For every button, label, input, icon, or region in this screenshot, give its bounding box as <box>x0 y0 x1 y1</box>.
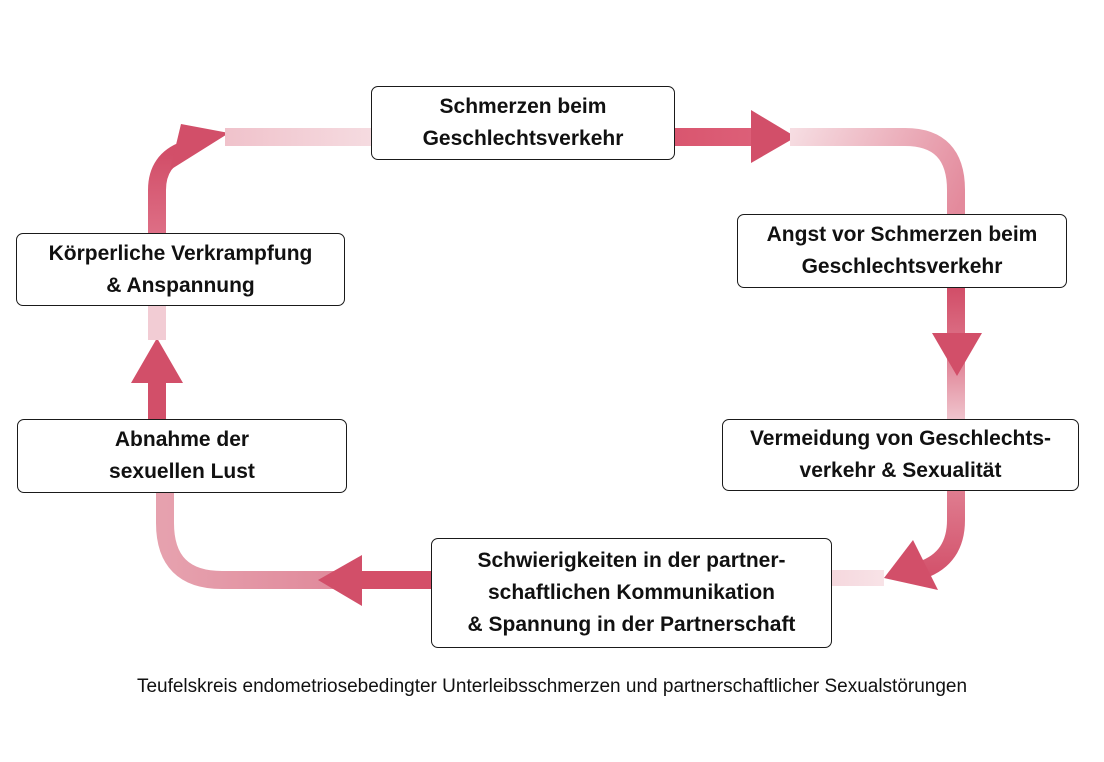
connector-left-low <box>148 380 166 420</box>
arrowhead-down-left-icon <box>884 540 938 590</box>
arrowhead-up-right-icon <box>170 124 229 170</box>
node-line: schaftlichen Kommunikation <box>487 581 776 604</box>
connector-bottom-right-faded <box>832 570 884 586</box>
node-line: Abnahme der <box>114 428 250 451</box>
node-line: Vermeidung von Geschlechts- <box>749 427 1052 450</box>
node-line: Angst vor Schmerzen beim <box>766 223 1038 246</box>
connector-bottom-arrow-tail <box>355 571 432 589</box>
node-line: sexuellen Lust <box>109 460 255 483</box>
node-line: Körperliche Verkrampfung <box>48 241 313 265</box>
node-line: Geschlechtsverkehr <box>801 255 1003 278</box>
node-vermeidung: Vermeidung von Geschlechts- verkehr & Se… <box>722 419 1079 491</box>
node-line: Geschlechtsverkehr <box>422 127 624 150</box>
node-line: & Anspannung <box>106 273 255 297</box>
connector-corner-bottom-right <box>918 491 965 579</box>
node-koerperliche-verkrampfung: Körperliche Verkrampfung & Anspannung <box>16 233 345 306</box>
arrowhead-right-icon <box>751 110 796 163</box>
node-schwierigkeiten-partnerschaft: Schwierigkeiten in der partner- schaftli… <box>431 538 832 648</box>
node-line: & Spannung in der Partnerschaft <box>467 613 796 636</box>
arrowhead-up-icon <box>131 338 183 383</box>
node-line: Schwierigkeiten in der partner- <box>477 549 786 572</box>
node-line: verkehr & Sexualität <box>799 459 1002 482</box>
node-abnahme-sexuelle-lust: Abnahme der sexuellen Lust <box>17 419 347 493</box>
arrowhead-left-icon <box>318 555 362 606</box>
connector-top-right <box>674 128 760 146</box>
connector-bottom-left <box>156 493 432 589</box>
node-schmerzen-beim-geschlechtsverkehr: Schmerzen beim Geschlechtsverkehr <box>371 86 675 160</box>
connector-left-faded <box>148 306 166 340</box>
node-line: Schmerzen beim <box>439 95 607 118</box>
connector-top-left <box>225 128 372 146</box>
diagram-caption: Teufelskreis endometriosebedingter Unter… <box>136 676 968 697</box>
connector-corner-top-right <box>790 128 965 214</box>
arrowhead-down-icon <box>932 333 982 376</box>
node-angst-vor-schmerzen: Angst vor Schmerzen beim Geschlechtsverk… <box>737 214 1067 288</box>
